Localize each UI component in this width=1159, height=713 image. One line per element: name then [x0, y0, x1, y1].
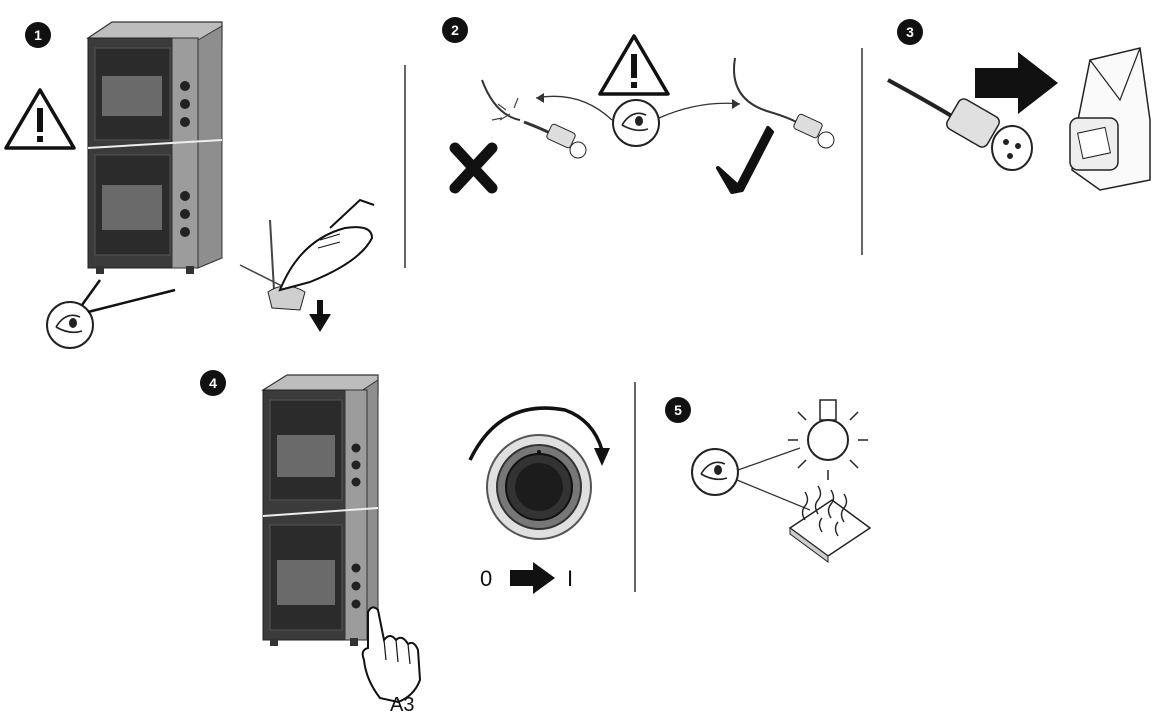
switch-off-label: 0 [480, 566, 492, 591]
damaged-cable [481, 79, 587, 159]
oven-cabinet [261, 374, 379, 646]
arrow-icon [510, 562, 555, 594]
svg-text:3: 3 [906, 24, 914, 40]
rotate-arrow-icon [468, 406, 610, 466]
step-3-badge: 3 [897, 19, 923, 45]
svg-text:1: 1 [34, 27, 42, 43]
pointer-line [736, 479, 811, 511]
eye-inspection-icon [691, 448, 739, 496]
svg-text:4: 4 [209, 375, 217, 391]
eye-inspection-icon [46, 301, 94, 349]
step-1-badge: 1 [25, 22, 51, 48]
pointer-line [80, 279, 102, 306]
svg-text:2: 2 [451, 22, 459, 38]
rotary-knob [486, 434, 592, 540]
oven-cabinet [86, 21, 223, 274]
pointer-line [87, 288, 176, 314]
lamp-icon [788, 399, 868, 480]
eye-inspection-icon [612, 99, 660, 147]
pointer-line [535, 95, 613, 121]
button-ref-label: A3 [390, 694, 414, 713]
intact-cable [733, 57, 835, 149]
warning-triangle-icon [598, 34, 670, 96]
check-icon [716, 126, 774, 194]
switch-on-label: I [567, 566, 573, 591]
power-plug [887, 78, 1033, 171]
wall-socket [1069, 47, 1151, 191]
svg-text:5: 5 [674, 402, 682, 418]
foot-pedal [239, 198, 375, 311]
pointer-line [658, 102, 741, 119]
step-5-badge: 5 [665, 397, 691, 423]
arrow-icon [975, 52, 1058, 114]
heat-plate-icon [788, 485, 872, 563]
step-2-badge: 2 [442, 17, 468, 43]
arrow-icon [309, 300, 331, 332]
step-4-badge: 4 [200, 370, 226, 396]
warning-triangle-icon [4, 88, 76, 150]
hand-pointer [361, 606, 422, 704]
cross-icon [449, 142, 498, 194]
pointer-line [737, 447, 801, 471]
